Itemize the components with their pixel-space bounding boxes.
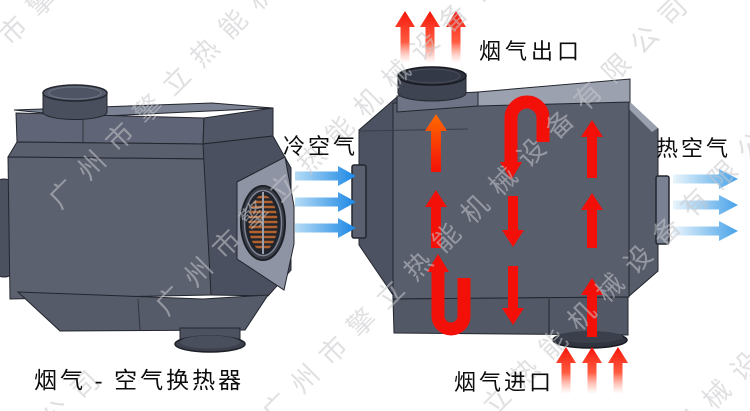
- right-device-chamfer-highlight: [627, 101, 658, 132]
- right-device-top-band: [477, 78, 631, 107]
- heat-exchanger-left-view: [0, 84, 295, 353]
- left-device-body-front-face: [7, 156, 212, 300]
- flue-gas-outlet-arrows: [395, 11, 466, 63]
- left-device-finned-port: [240, 185, 286, 261]
- right-device-right-chamfer: [627, 100, 659, 299]
- flue-gas-outlet-label: 烟气出口: [479, 39, 584, 64]
- hot-air-label: 热空气: [656, 136, 732, 161]
- flue-gas-inlet-label: 烟气进口: [454, 370, 555, 395]
- right-device-outlet-flange: [397, 66, 467, 102]
- left-device-bottom-pipe: [174, 327, 246, 353]
- cold-air-label: 冷空气: [283, 134, 359, 159]
- internal-flue-gas-flow-arrows: [425, 95, 603, 337]
- diagram-caption: 烟气 - 空气换热器: [34, 368, 245, 393]
- right-device-hot-air-flange-plate: [655, 175, 670, 245]
- hot-air-arrows: [673, 169, 738, 241]
- cold-air-arrows: [295, 166, 356, 238]
- left-device-header-front-face: [15, 112, 205, 145]
- flue-gas-inlet-arrows: [556, 347, 628, 394]
- left-device-top-flange: [42, 84, 108, 120]
- left-device-bottom-skirt: [16, 291, 269, 332]
- left-device-body-shoulder: [7, 141, 210, 160]
